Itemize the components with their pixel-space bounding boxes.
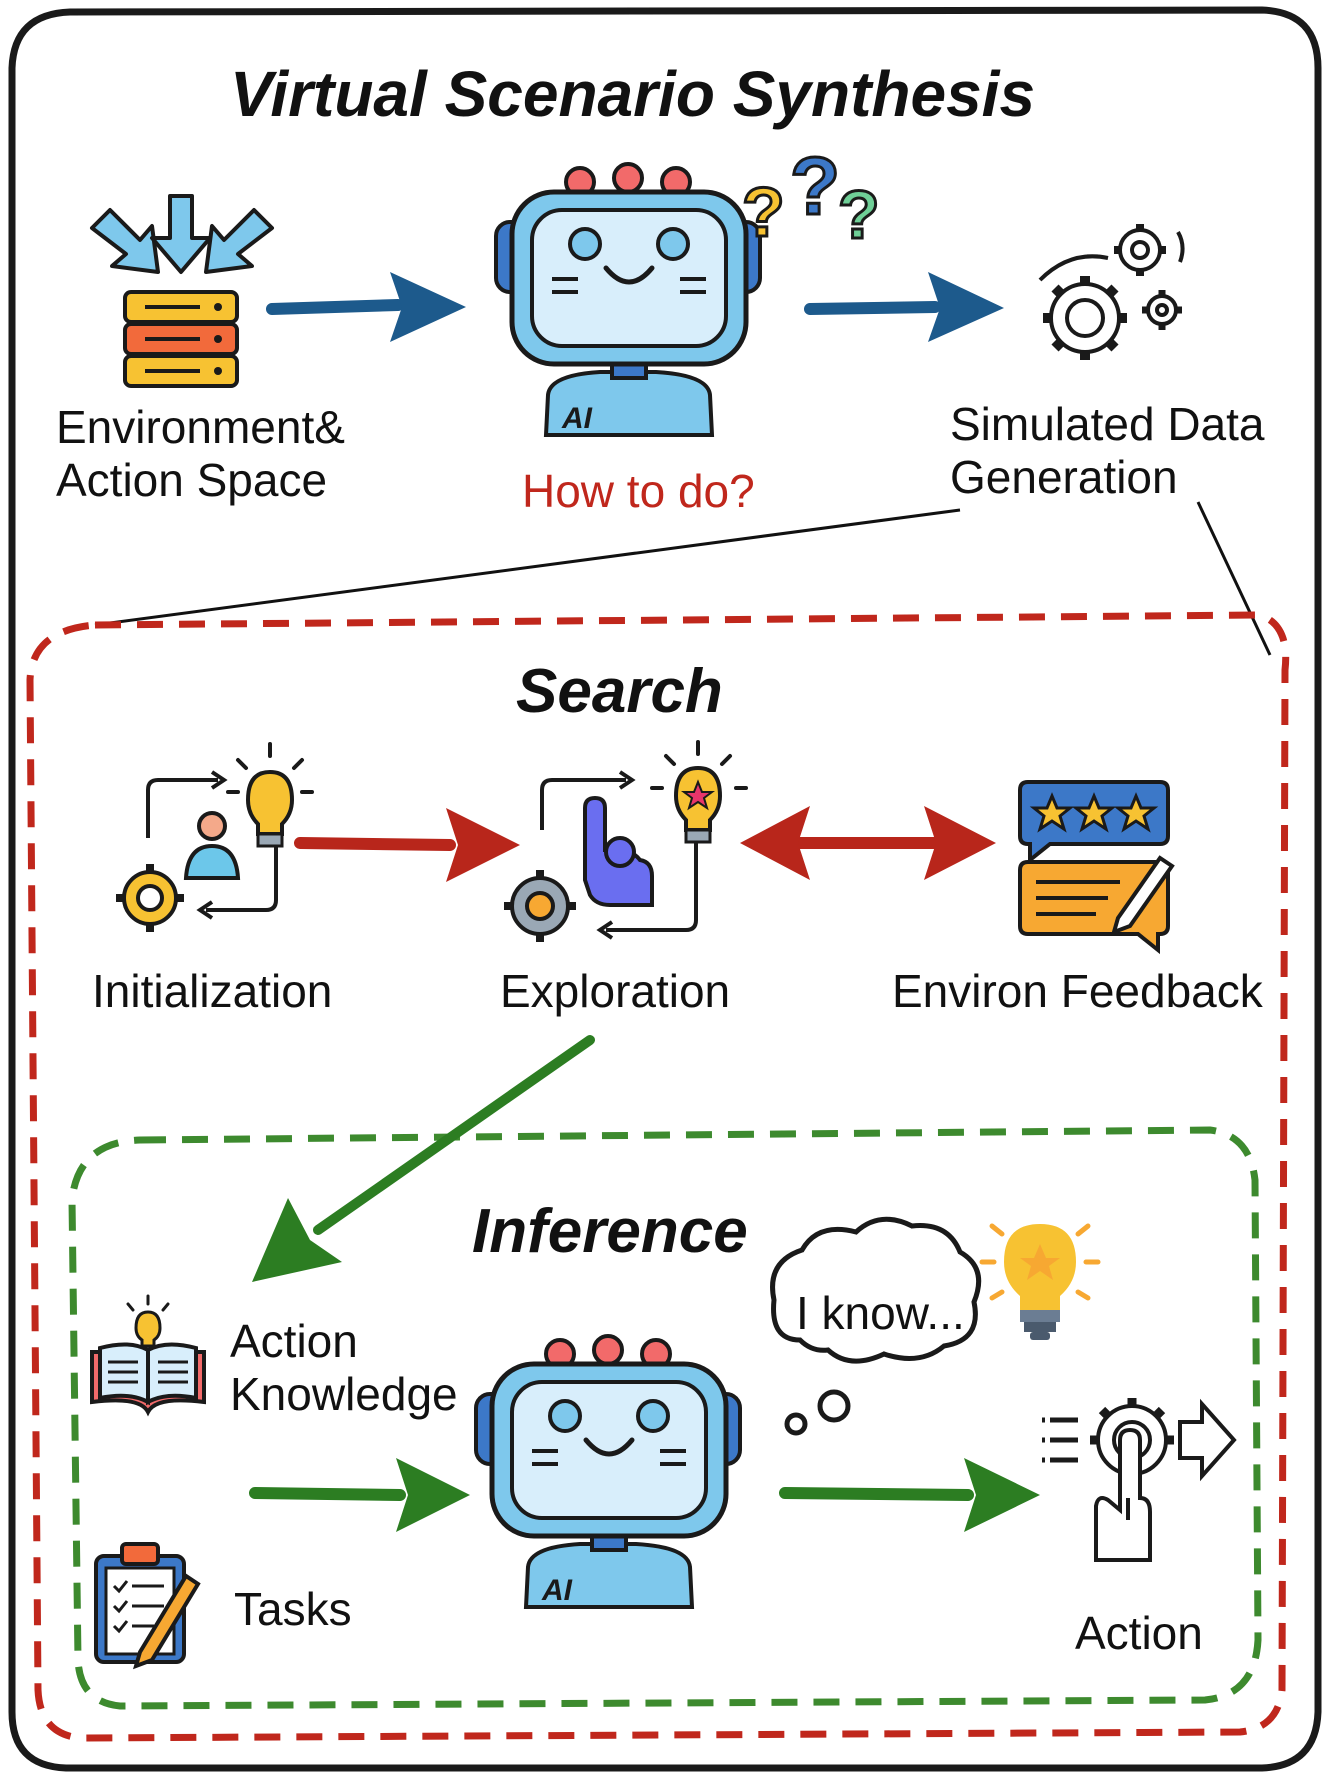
flow-arrow-exploration-to-knowledge: [252, 1035, 595, 1282]
simulated-label-line2: Generation: [950, 451, 1178, 503]
clipboard-tasks-icon: [94, 1542, 201, 1670]
flow-arrow-robot-to-generation: [804, 272, 1004, 342]
robot-badge-top: AI: [561, 402, 593, 435]
search-title: Search: [516, 657, 723, 726]
zoom-line-right: [1196, 501, 1272, 656]
knowledge-book-icon: [90, 1294, 206, 1417]
svg-text:?: ?: [838, 177, 880, 253]
question-label: How to do?: [522, 465, 755, 517]
exploration-cycle-icon: [504, 740, 748, 942]
exploration-label: Exploration: [500, 965, 731, 1017]
action-gesture-icon: [1042, 1398, 1237, 1562]
flow-arrow-init-to-exploration: [294, 808, 520, 882]
inference-region-border: [68, 1126, 1262, 1710]
flow-arrow-inputs-to-robot: [249, 1458, 470, 1532]
ai-robot-icon: AI: [474, 1334, 742, 1609]
gears-icon: [1038, 224, 1185, 360]
page-title: Virtual Scenario Synthesis: [230, 58, 1036, 130]
knowledge-label-line2: Knowledge: [230, 1368, 458, 1420]
thought-text: I know...: [796, 1287, 965, 1339]
lightbulb-icon: [979, 1223, 1101, 1340]
robot-badge-inference: AI: [541, 1574, 573, 1607]
action-label: Action: [1075, 1607, 1203, 1659]
ai-robot-icon: AI: [494, 162, 762, 437]
initialization-cycle-icon: [116, 742, 314, 932]
svg-text:?: ?: [742, 173, 785, 251]
feedback-label: Environ Feedback: [892, 965, 1263, 1017]
rating-feedback-icon: [1018, 780, 1175, 955]
search-region-border: [26, 611, 1290, 1742]
knowledge-label-line1: Action: [230, 1315, 358, 1367]
environment-label-line2: Action Space: [56, 454, 328, 506]
initialization-label: Initialization: [92, 965, 333, 1017]
flow-arrow-exploration-feedback: [740, 806, 996, 880]
inference-title: Inference: [472, 1197, 748, 1266]
thought-bubble: [770, 1216, 982, 1436]
question-marks-icon: ? ? ?: [741, 140, 882, 255]
svg-text:?: ?: [790, 141, 840, 232]
simulated-label-line1: Simulated Data: [950, 398, 1265, 450]
flow-arrow-robot-to-action: [779, 1458, 1040, 1532]
server-stack-icon: [90, 194, 274, 388]
zoom-line-left: [94, 508, 961, 627]
flow-arrow-env-to-robot: [266, 272, 466, 342]
environment-label-line1: Environment&: [56, 401, 345, 453]
tasks-label: Tasks: [234, 1583, 352, 1635]
outer-frame: [8, 6, 1322, 1772]
